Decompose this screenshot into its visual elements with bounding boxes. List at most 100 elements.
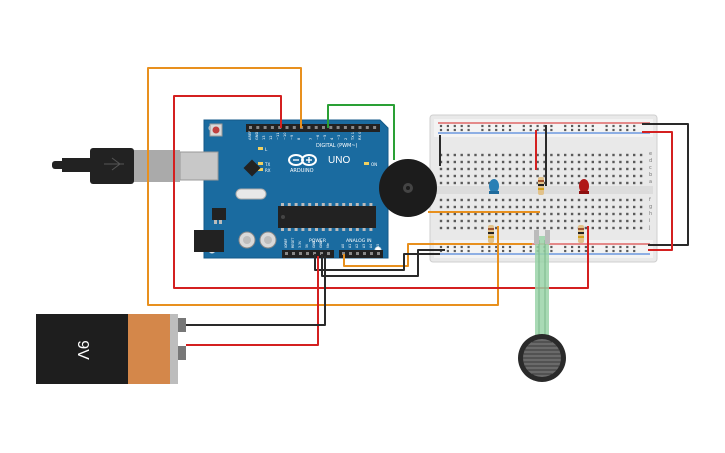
bb-rail-hole: [488, 124, 491, 128]
digital-pin[interactable]: [365, 126, 369, 129]
battery-label: 9V: [74, 340, 91, 360]
bb-hole: [543, 198, 546, 202]
bb-hole: [612, 226, 615, 230]
digital-pin[interactable]: [256, 126, 260, 129]
bb-hole: [481, 205, 484, 209]
digital-pin[interactable]: [249, 126, 252, 129]
bb-rail-hole: [488, 128, 491, 132]
arduino-uno-board[interactable]: AREF GND 13 12 ~11 ~10 ~9 8 7 ~6 ~5 4 ~3…: [179, 119, 389, 259]
bb-hole: [619, 212, 622, 216]
bb-hole: [591, 198, 594, 202]
bb-hole: [508, 174, 512, 178]
force-sensitive-resistor[interactable]: [518, 230, 566, 382]
bb-hole: [515, 181, 519, 185]
bb-rail-hole: [439, 128, 443, 132]
digital-pin[interactable]: [373, 126, 377, 129]
arduino-model-text: UNO: [328, 155, 350, 166]
digital-pin[interactable]: [351, 126, 355, 129]
bb-hole: [439, 226, 443, 230]
resistor-top[interactable]: [538, 177, 544, 195]
bb-hole: [633, 167, 636, 171]
bb-hole: [529, 198, 532, 202]
resistor-left[interactable]: [488, 225, 494, 243]
led-blue[interactable]: [489, 179, 499, 194]
bb-hole: [584, 153, 588, 157]
usb-chip: [243, 159, 261, 177]
bb-hole: [598, 212, 601, 216]
digital-pin-label-4: ~11: [276, 132, 280, 140]
digital-pin[interactable]: [307, 126, 311, 129]
power-pin[interactable]: [306, 252, 309, 255]
digital-pin[interactable]: [285, 126, 289, 129]
bb-hole: [605, 205, 608, 209]
digital-pin[interactable]: [292, 126, 296, 129]
bb-hole: [495, 205, 498, 209]
bb-hole: [564, 226, 567, 230]
digital-pin[interactable]: [314, 126, 318, 129]
bb-hole: [591, 153, 594, 157]
bb-hole: [557, 181, 560, 185]
bb-hole: [536, 181, 539, 185]
bb-hole: [570, 160, 574, 164]
analog-pin[interactable]: [349, 252, 352, 255]
bb-rail-hole: [453, 128, 456, 132]
bb-hole: [460, 198, 463, 202]
analog-pin[interactable]: [370, 252, 373, 255]
bb-hole: [446, 198, 450, 202]
digital-pin[interactable]: [263, 126, 267, 129]
bb-hole: [501, 160, 505, 164]
bb-rail-hole: [577, 124, 581, 128]
bb-hole: [536, 174, 539, 178]
digital-pin[interactable]: [322, 126, 325, 129]
bb-hole: [619, 153, 622, 157]
power-pin[interactable]: [327, 252, 330, 255]
analog-pin-label-1: A1: [348, 244, 352, 248]
piezo-buzzer[interactable]: [379, 159, 437, 217]
bb-hole: [639, 198, 643, 202]
bb-letter-bottom-4: j: [648, 225, 650, 231]
digital-pin[interactable]: [336, 126, 340, 129]
led-red[interactable]: [579, 179, 589, 194]
bb-hole: [439, 205, 443, 209]
bb-hole: [557, 160, 560, 164]
bb-letter-top-2: c: [649, 165, 652, 171]
digital-pin[interactable]: [278, 126, 282, 129]
analog-pin[interactable]: [377, 252, 380, 255]
bb-hole: [543, 212, 546, 216]
bb-hole: [536, 219, 539, 223]
power-pin[interactable]: [299, 252, 302, 255]
bb-rail-hole: [508, 249, 512, 253]
digital-pin[interactable]: [343, 126, 347, 129]
battery-9v[interactable]: 9V: [36, 314, 186, 384]
power-pin[interactable]: [285, 252, 288, 255]
bb-rail-hole: [633, 128, 636, 132]
dc-power-jack: [194, 230, 224, 252]
bb-hole: [488, 174, 491, 178]
bb-hole: [460, 212, 463, 216]
digital-pin[interactable]: [329, 126, 333, 129]
power-pin[interactable]: [313, 252, 316, 255]
bb-rail-hole: [577, 128, 581, 132]
bb-hole: [633, 174, 636, 178]
analog-pin[interactable]: [342, 252, 345, 255]
bb-hole: [460, 153, 463, 157]
wire-red-battery: [186, 256, 319, 346]
bb-rail-hole: [550, 128, 553, 132]
digital-pin-label-5: ~10: [283, 132, 287, 140]
bb-hole: [460, 167, 463, 171]
bb-hole: [536, 205, 539, 209]
power-pin[interactable]: [320, 252, 323, 255]
digital-pin[interactable]: [270, 126, 274, 129]
bb-rail-hole: [522, 249, 525, 253]
led-rx-indicator: [258, 168, 263, 171]
digital-header: [246, 124, 380, 132]
bb-rail-hole: [612, 128, 615, 132]
analog-pin[interactable]: [356, 252, 359, 255]
resistor-right[interactable]: [578, 225, 584, 243]
bb-hole: [515, 212, 519, 216]
digital-pin[interactable]: [358, 126, 362, 129]
analog-header-label: ANALOG IN: [346, 238, 372, 244]
analog-pin[interactable]: [363, 252, 366, 255]
bb-hole: [626, 153, 629, 157]
power-pin[interactable]: [292, 252, 295, 255]
